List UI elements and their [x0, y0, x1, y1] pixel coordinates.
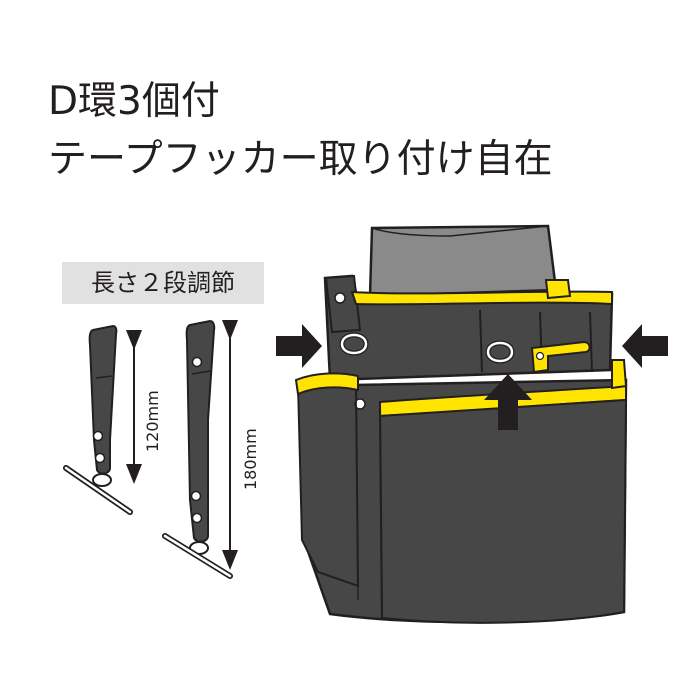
long-strap-dimension: 180mm — [222, 320, 260, 570]
headline-line-2: テープフッカー取り付け自在 — [48, 137, 553, 182]
short-strap-length: 120mm — [143, 390, 162, 452]
d-ring-icon — [339, 332, 369, 356]
length-adjust-label: 長さ２段調節 — [62, 262, 264, 304]
arrow-right-icon — [276, 324, 322, 368]
short-strap-dimension: 120mm — [126, 330, 162, 484]
d-ring-icon — [485, 340, 515, 364]
short-strap — [63, 324, 133, 515]
long-strap — [162, 319, 233, 579]
long-strap-length: 180mm — [241, 428, 260, 490]
arrow-left-icon — [622, 324, 668, 368]
tool-bag — [294, 224, 628, 624]
headline-line-1: D環3個付 — [48, 79, 220, 124]
arrow-up-icon — [484, 374, 532, 430]
